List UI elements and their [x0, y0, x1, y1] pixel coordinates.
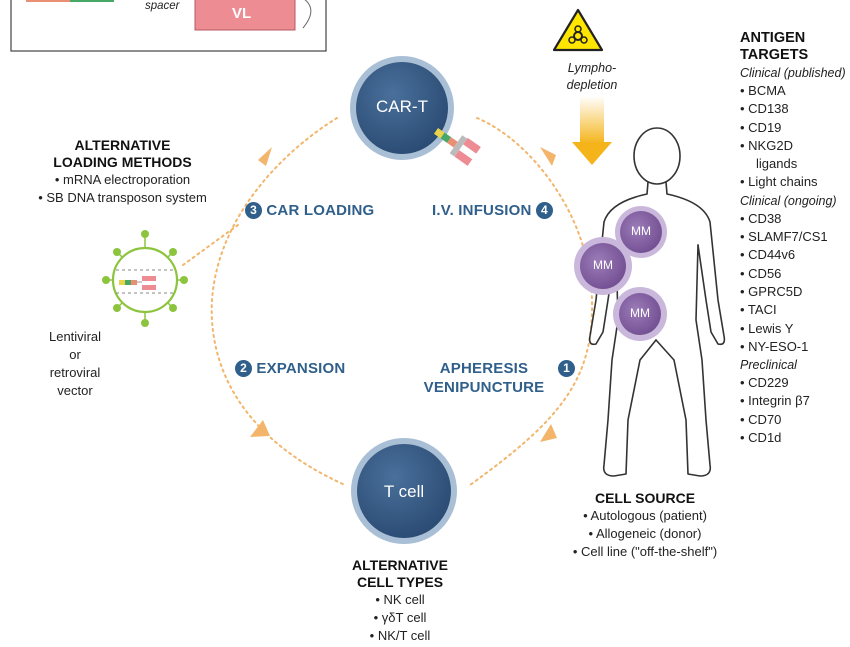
antigen-item: • NY-ESO-1	[740, 338, 809, 354]
antigen-item: • Integrin β7	[740, 393, 810, 409]
step-label-line2: VENIPUNCTURE	[423, 379, 545, 396]
antigen-item: • TACI	[740, 302, 777, 318]
preclinical-header: Preclinical	[740, 358, 797, 373]
alt-cell-types-title-2: CELL TYPES	[356, 574, 444, 590]
step-expansion: 2 EXPANSION	[235, 360, 345, 377]
alt-loading-title-2: LOADING METHODS	[53, 154, 192, 170]
antigen-item: • CD70	[740, 411, 782, 427]
vl-label: VL	[232, 5, 252, 22]
step-apheresis-badge: 1	[558, 360, 575, 378]
alt-cell-type-item: • NK/T cell	[369, 628, 431, 643]
human-body-outline-icon	[588, 127, 726, 477]
antigen-item: • SLAMF7/CS1	[740, 229, 828, 245]
cycle-path	[210, 117, 594, 486]
antigen-title-1: ANTIGEN	[740, 30, 806, 46]
mm-label-1: MM	[631, 224, 651, 238]
step-number-badge: 2	[235, 360, 252, 377]
mm-cells	[574, 206, 667, 341]
step-iv-infusion: I.V. INFUSION 4	[432, 202, 553, 219]
antigen-item: • CD56	[740, 265, 782, 281]
arrowhead-bottom-right	[540, 424, 557, 442]
step-number-badge: 4	[535, 202, 553, 219]
vector-label-line: retroviral	[49, 365, 101, 380]
vector-label-line: vector	[57, 383, 93, 398]
antigen-item: • CD138	[740, 101, 789, 117]
alt-cell-type-item: • γδT cell	[373, 610, 427, 625]
clinical-published-header: Clinical (published)	[740, 66, 846, 80]
antigen-item: • CD19	[740, 119, 782, 135]
lymphodepletion-line2: depletion	[566, 78, 618, 92]
clinical-ongoing-header: Clinical (ongoing)	[740, 193, 837, 208]
step-label: I.V. INFUSION	[432, 202, 532, 219]
step-number-badge: 1	[558, 360, 575, 377]
inset-box	[10, 0, 327, 52]
step-number-badge: 3	[245, 202, 262, 219]
arrowhead-top-left	[258, 147, 272, 166]
cart-cell	[350, 56, 454, 160]
step-label: EXPANSION	[256, 360, 346, 377]
arrowhead-bottom-left	[250, 420, 270, 437]
spacer-label: spacer	[145, 0, 180, 12]
antigen-item: • CD1d	[740, 430, 782, 446]
virus-vector-icon	[102, 230, 188, 327]
alt-cell-types-block: ALTERNATIVE CELL TYPES • NK cell • γδT c…	[325, 557, 475, 645]
antigen-item: • BCMA	[740, 83, 786, 98]
antigen-item: • Light chains	[740, 174, 818, 190]
step-car-loading: 3 CAR LOADING	[245, 202, 374, 219]
antigen-item: • Lewis Y	[740, 320, 794, 336]
alt-loading-item: • SB DNA transposon system	[38, 190, 207, 205]
lympho-arrow-icon	[572, 96, 612, 165]
cell-source-block: CELL SOURCE • Autologous (patient) • All…	[545, 490, 745, 561]
alt-cell-types-title-1: ALTERNATIVE	[352, 557, 448, 573]
tcell-label: T cell	[383, 482, 425, 501]
lymphodepletion-label: Lympho- depletion	[552, 60, 632, 94]
step-label: CAR LOADING	[266, 202, 375, 219]
antigen-title-2: TARGETS	[740, 47, 809, 63]
cell-source-item: • Cell line ("off-the-shelf")	[572, 544, 718, 559]
antigen-item: • CD229	[740, 375, 789, 391]
vector-label-line: or	[69, 347, 81, 362]
alt-loading-item: • mRNA electroporation	[54, 172, 191, 187]
t-cell	[351, 438, 457, 544]
step-label-line1: APHERESIS	[439, 360, 529, 377]
alt-loading-block: ALTERNATIVE LOADING METHODS • mRNA elect…	[15, 137, 230, 207]
antigen-item: • CD38	[740, 210, 782, 226]
lymphodepletion-line1: Lympho-	[567, 61, 617, 75]
antigen-item: • CD44v6	[740, 247, 796, 263]
cycle-arrowheads	[250, 147, 557, 442]
antigen-item: ligands	[756, 156, 798, 172]
cell-source-title: CELL SOURCE	[594, 490, 696, 506]
clinical-ongoing-list: • CD38 • SLAMF7/CS1 • CD44v6 • CD56 • GP…	[740, 210, 848, 356]
antigen-item: • NKG2D	[740, 137, 793, 153]
antigen-targets-block: ANTIGEN TARGETS Clinical (published) • B…	[740, 30, 848, 447]
preclinical-list: • CD229 • Integrin β7 • CD70 • CD1d	[740, 374, 848, 447]
antigen-item: • GPRC5D	[740, 283, 803, 299]
vector-link-line	[182, 224, 239, 266]
alt-cell-type-item: • NK cell	[375, 592, 425, 607]
biohazard-icon	[552, 8, 604, 52]
arrowhead-top-right	[540, 147, 556, 166]
step-apheresis: APHERESIS VENIPUNCTURE	[414, 359, 554, 397]
car-receptor-icon	[433, 127, 481, 166]
vector-label: Lentiviral or retroviral vector	[25, 328, 125, 400]
clinical-published-list: • BCMA • CD138 • CD19 • NKG2D ligands • …	[740, 82, 848, 192]
cell-source-item: • Allogeneic (donor)	[588, 526, 702, 541]
mm-label-3: MM	[630, 306, 650, 320]
alt-loading-title-1: ALTERNATIVE	[74, 137, 171, 153]
vector-label-line: Lentiviral	[48, 329, 102, 344]
cell-source-item: • Autologous (patient)	[583, 508, 707, 523]
mm-label-2: MM	[593, 258, 613, 272]
cart-label: CAR-T	[376, 97, 428, 116]
